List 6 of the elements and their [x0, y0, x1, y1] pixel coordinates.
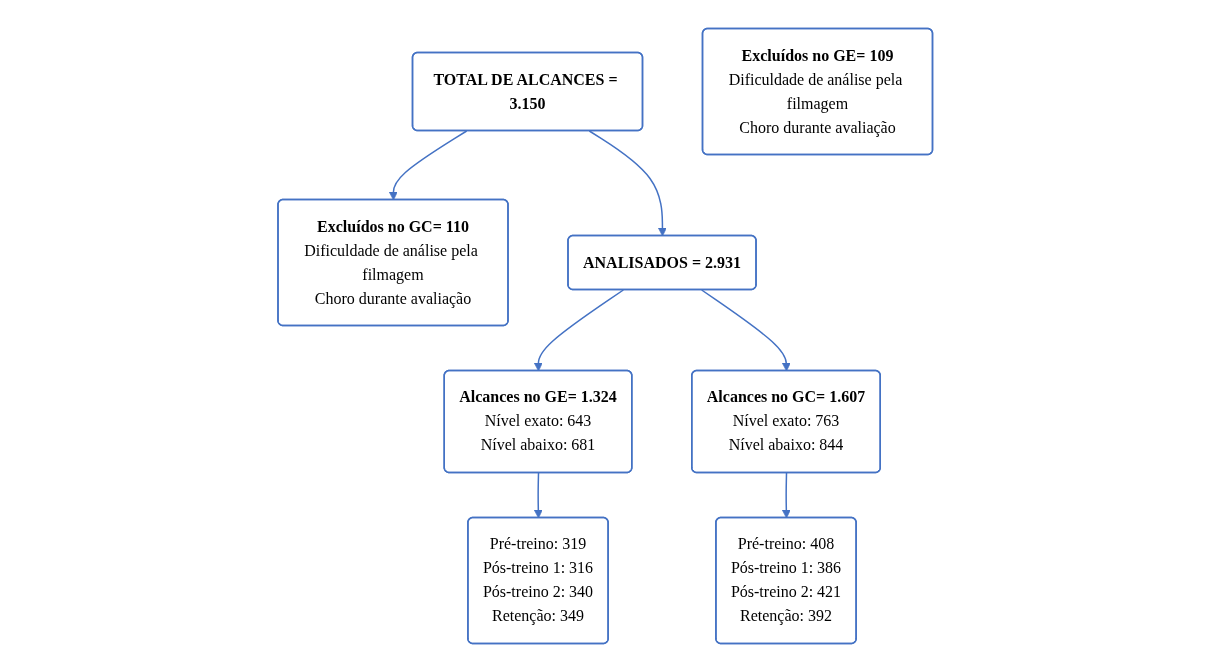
arrow: [534, 289, 625, 372]
arrow: [701, 289, 791, 372]
arrow: [534, 472, 543, 519]
arrow: [389, 130, 468, 201]
arrow: [588, 130, 668, 237]
arrow: [782, 472, 791, 519]
